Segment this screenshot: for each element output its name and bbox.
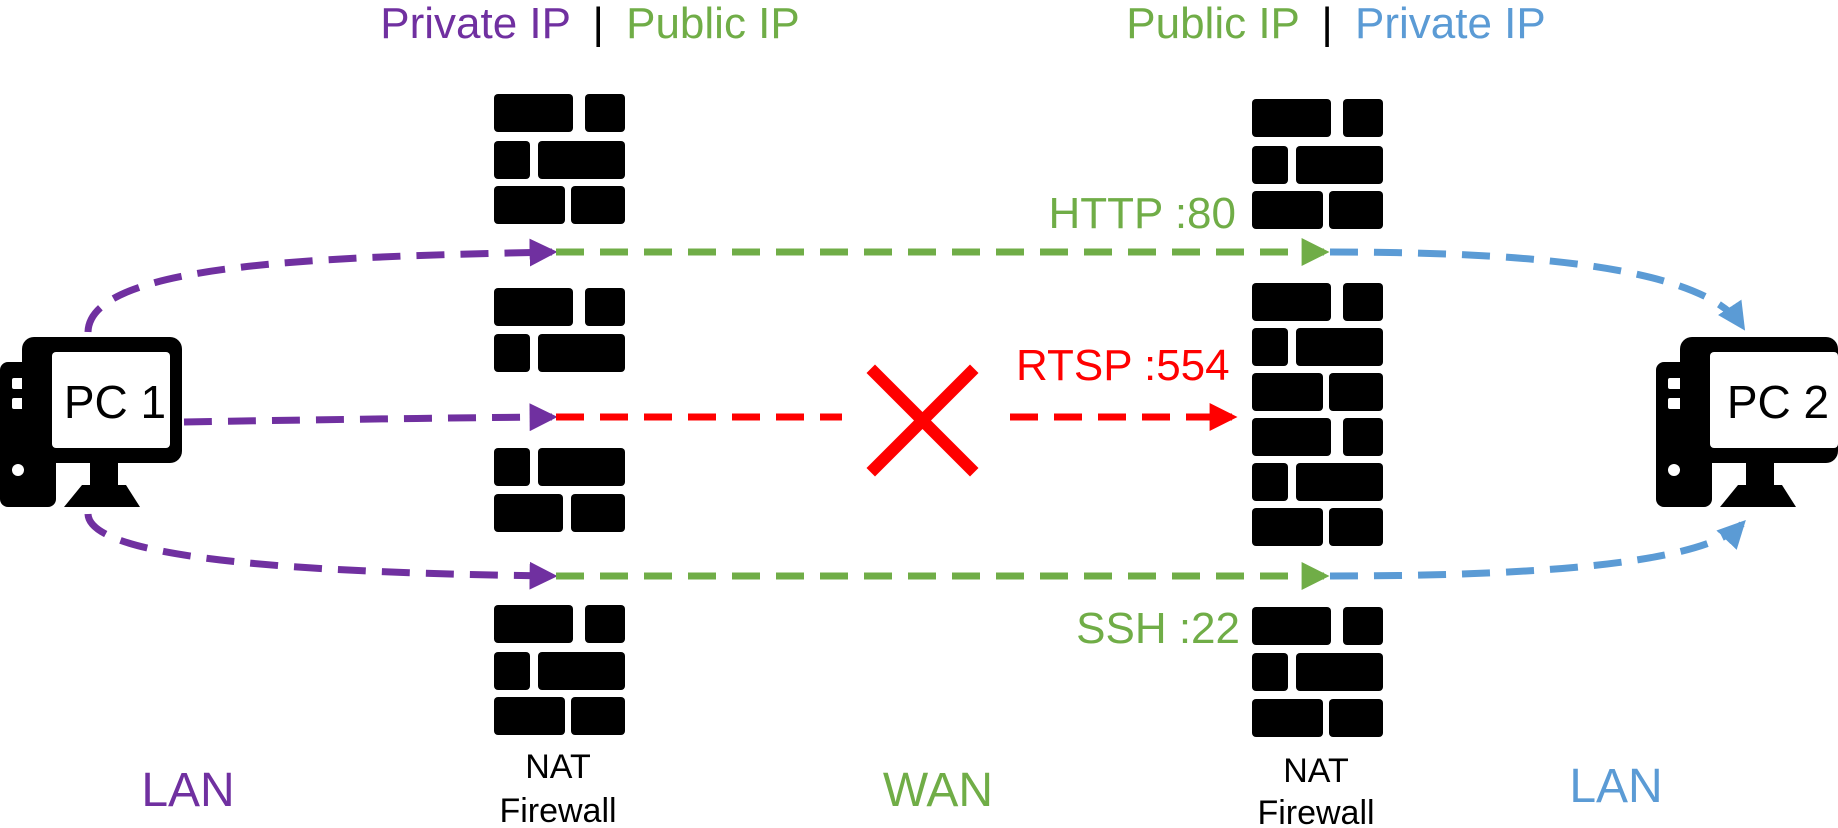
right-firewall-name-label: Firewall — [1257, 794, 1374, 828]
http-connection — [84, 238, 1746, 333]
rtsp-connection — [183, 403, 1238, 432]
ssh-lan-segment-left — [84, 513, 558, 590]
rtsp-label: RTSP :554 — [1016, 341, 1230, 390]
pc1-computer-icon — [0, 337, 182, 507]
wan-zone-label: WAN — [883, 764, 993, 817]
left-wall-segment-upper — [494, 288, 625, 372]
left-wall-segment-top — [494, 94, 625, 224]
rtsp-lan-segment-left — [183, 403, 558, 432]
left-zone-label: LAN — [141, 764, 234, 817]
pc1-label: PC 1 — [64, 376, 166, 428]
left-heading-private: Private IP — [380, 0, 570, 48]
right-wall-segment-bottom — [1252, 607, 1383, 737]
right-zone-label: LAN — [1569, 760, 1662, 813]
right-heading-private: Private IP — [1355, 0, 1546, 48]
ssh-lan-segment-right — [1329, 519, 1746, 580]
right-firewall-nat-label: NAT — [1283, 752, 1348, 790]
right-firewall-wall-icon — [1252, 99, 1383, 737]
left-firewall-name-label: Firewall — [499, 792, 616, 828]
ssh-connection — [84, 513, 1746, 590]
http-lan-segment-right — [1329, 248, 1746, 331]
pc2-label: PC 2 — [1727, 376, 1829, 428]
left-firewall-wall-icon — [494, 94, 625, 735]
right-heading-public: Public IP — [1126, 0, 1299, 48]
left-heading-separator: | — [592, 0, 603, 48]
http-lan-segment-left — [84, 238, 558, 333]
blocked-x-icon — [866, 364, 979, 477]
right-heading-separator: | — [1321, 0, 1332, 48]
left-wall-segment-bottom — [494, 605, 625, 735]
ssh-label: SSH :22 — [1076, 604, 1240, 653]
right-heading: Public IP | Private IP — [1126, 0, 1546, 48]
right-wall-segment-top — [1252, 99, 1383, 229]
left-heading-public: Public IP — [626, 0, 800, 48]
left-firewall-nat-label: NAT — [525, 748, 590, 786]
right-wall-segment-middle — [1252, 283, 1383, 546]
http-label: HTTP :80 — [1049, 189, 1236, 238]
pc2-computer-icon — [1656, 337, 1838, 507]
left-wall-segment-lower — [494, 448, 625, 532]
left-heading: Private IP | Public IP — [380, 0, 800, 48]
